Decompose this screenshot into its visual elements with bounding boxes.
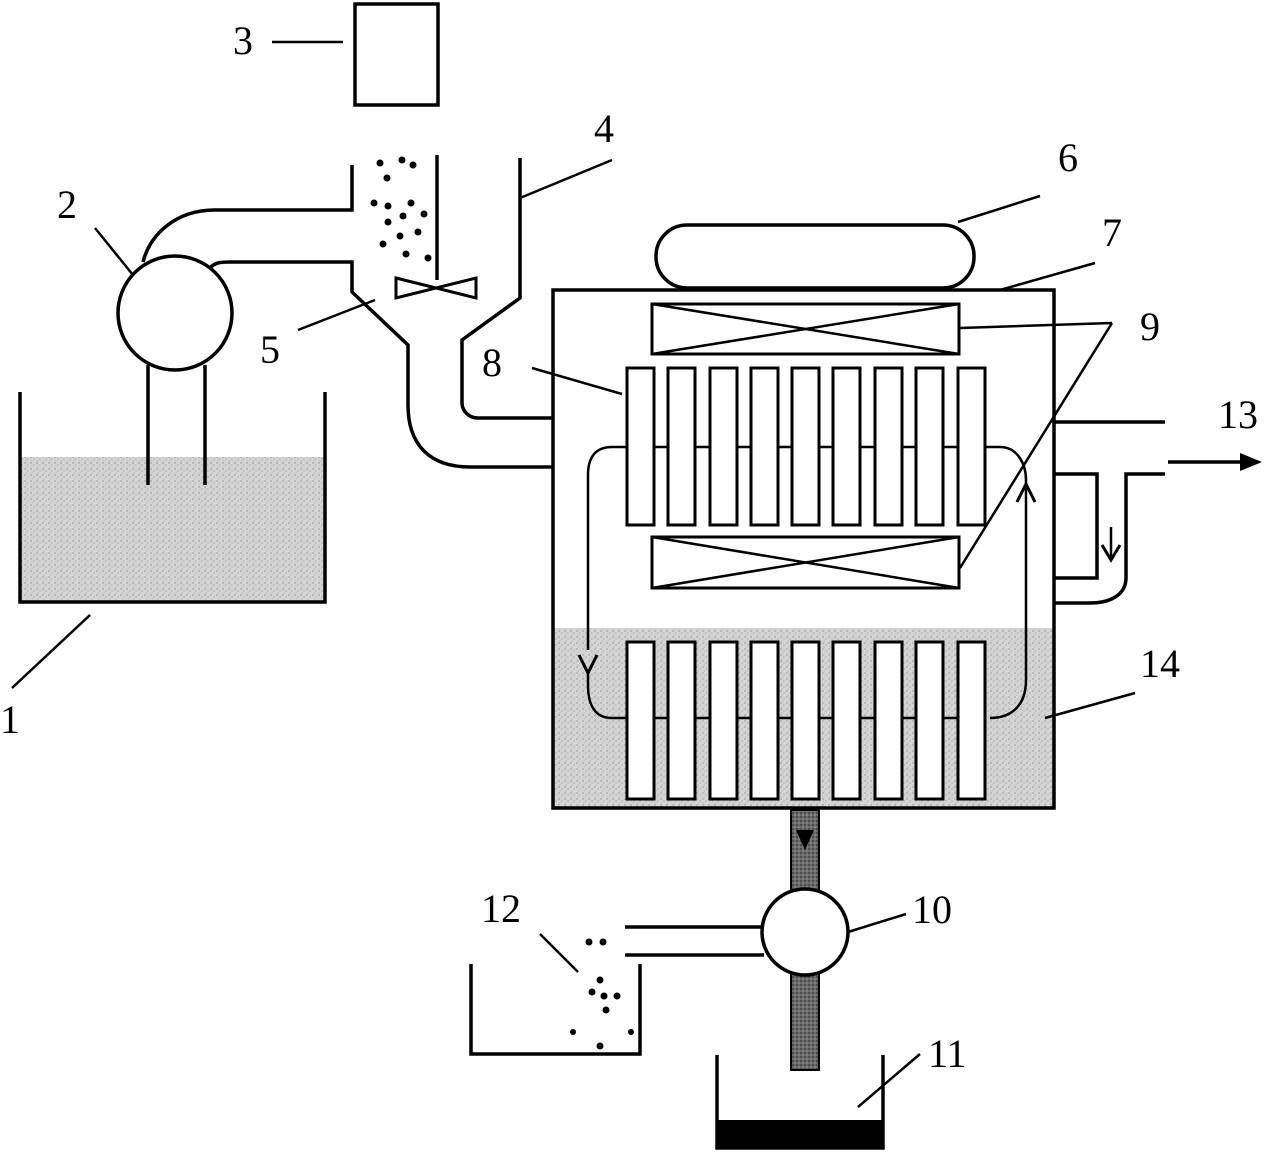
overflow-arrow-head xyxy=(1100,544,1122,563)
feed-tank-wall xyxy=(18,392,327,604)
circulation-loop-left xyxy=(586,445,626,650)
label-3: 3 xyxy=(233,18,253,63)
label-11: 11 xyxy=(928,1031,967,1076)
inlet-pipe xyxy=(460,158,553,420)
lower-plate-2 xyxy=(666,640,697,801)
circulation-loop-right xyxy=(986,445,1028,720)
label-13: 13 xyxy=(1218,392,1258,437)
outlet-piping xyxy=(1054,420,1262,605)
label-10: 10 xyxy=(912,887,952,932)
circulation-arrow-up xyxy=(1015,480,1037,503)
upper-plate-3 xyxy=(708,366,739,527)
lower-plate-3 xyxy=(708,640,739,801)
overflow-pipe xyxy=(1054,472,1165,605)
sludge-layer xyxy=(717,1120,883,1148)
upper-plate-8 xyxy=(914,366,945,527)
label-6: 6 xyxy=(1058,135,1078,180)
pump-body xyxy=(116,254,234,372)
labels: 1 2 3 4 5 6 7 8 9 10 11 12 13 14 xyxy=(0,18,1258,1076)
leader-lines xyxy=(11,40,1136,1108)
sludge-line xyxy=(790,809,820,1071)
lower-plate-bank xyxy=(586,640,987,801)
upper-plate-9 xyxy=(956,366,987,527)
label-9: 9 xyxy=(1140,304,1160,349)
sludge-pump-body xyxy=(760,887,850,977)
label-1: 1 xyxy=(0,697,20,742)
lower-plate-6 xyxy=(831,640,862,801)
mixing-chute xyxy=(370,155,478,300)
powder-particles xyxy=(370,156,432,262)
top-chamber xyxy=(654,223,976,290)
upper-plate-4 xyxy=(749,366,780,527)
feed-pump xyxy=(116,165,553,485)
upper-cross-unit xyxy=(650,302,961,356)
label-8: 8 xyxy=(482,340,502,385)
feed-tank xyxy=(18,392,327,604)
pump-outlet-pipe-inner xyxy=(208,260,553,469)
upper-plate-2 xyxy=(666,366,697,527)
recovery-tank xyxy=(469,938,642,1056)
valve-symbol xyxy=(394,276,478,300)
lower-plate-1 xyxy=(625,640,656,801)
upper-plate-1 xyxy=(625,366,656,527)
label-12: 12 xyxy=(481,886,521,931)
label-7: 7 xyxy=(1102,210,1122,255)
overflow-box xyxy=(1054,472,1099,580)
lower-plate-8 xyxy=(914,640,945,801)
dosing-box xyxy=(353,2,440,107)
sludge-pump xyxy=(625,887,850,977)
reactor-shell xyxy=(551,288,1056,810)
sludge-flow-arrow xyxy=(796,830,814,850)
product-arrow-head xyxy=(1240,453,1262,471)
label-5: 5 xyxy=(260,327,280,372)
sludge-pipe-lower xyxy=(790,971,820,1071)
lower-cross-unit xyxy=(650,535,961,590)
lower-plate-7 xyxy=(873,640,904,801)
lower-plate-5 xyxy=(790,640,821,801)
feed-tank-liquid xyxy=(20,457,325,602)
upper-plate-bank xyxy=(577,366,1037,720)
upper-plate-5 xyxy=(790,366,821,527)
lower-plate-4 xyxy=(749,640,780,801)
pump-outlet-pipe-outer xyxy=(141,165,354,263)
label-4: 4 xyxy=(594,106,614,151)
dosing-unit xyxy=(353,2,440,107)
label-14: 14 xyxy=(1140,641,1180,686)
label-2: 2 xyxy=(57,182,77,227)
upper-plate-6 xyxy=(831,366,862,527)
sludge-tank xyxy=(715,1055,885,1150)
recovered-particles xyxy=(570,938,634,1050)
lower-plate-9 xyxy=(956,640,987,801)
upper-plate-7 xyxy=(873,366,904,527)
